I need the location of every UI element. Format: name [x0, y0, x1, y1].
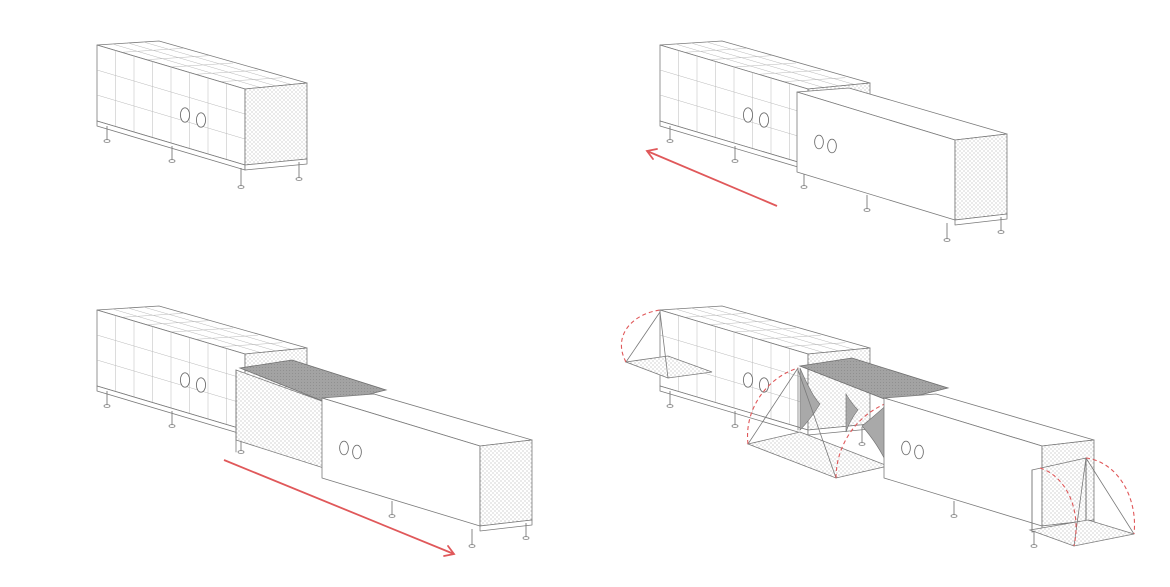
fabric-canopy: [238, 359, 388, 405]
base-cabinet-module: [96, 40, 308, 189]
left-foldout-platform: [620, 309, 713, 379]
swing-arc-icon: [1085, 457, 1136, 535]
stage-3-second-extension: [96, 305, 533, 557]
curtain-left: [799, 367, 821, 431]
middle-mesh-module: [235, 359, 388, 471]
curtain-centre: [845, 392, 859, 433]
stage-1-closed: [96, 40, 308, 189]
stage-4-fully-deployed: [620, 305, 1136, 548]
fabric-canopy: [798, 357, 950, 403]
swing-arc-icon: [746, 367, 799, 445]
swing-arc-icon: [835, 401, 891, 479]
middle-open-module: [746, 357, 950, 479]
motion-arrow-icon: [223, 459, 456, 557]
swing-arc-icon: [1039, 467, 1077, 547]
sliding-module: [796, 87, 1008, 242]
motion-arrow-icon: [645, 148, 778, 207]
right-foldout-platform: [1028, 457, 1136, 547]
sliding-module: [321, 393, 533, 548]
stage-2-first-extension: [645, 40, 1008, 242]
swing-arc-icon: [620, 309, 661, 363]
